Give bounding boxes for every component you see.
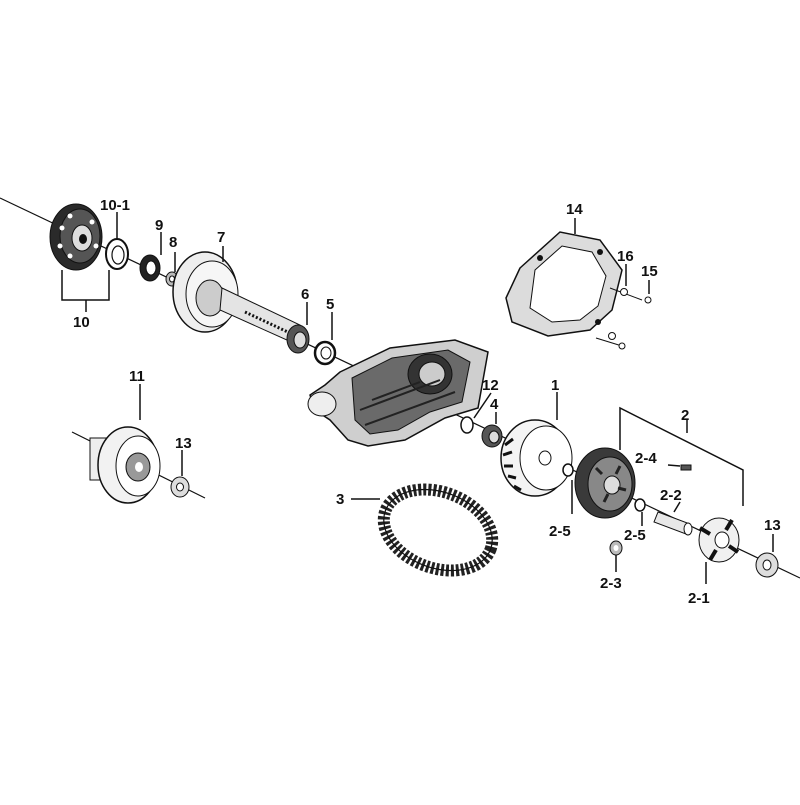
callout-8: 8 (169, 234, 177, 251)
callout-3: 3 (336, 491, 344, 508)
screw-2-4-part (680, 464, 692, 471)
callout-9: 9 (155, 217, 163, 234)
collar-4-part (481, 424, 503, 448)
nut-13a-part (170, 476, 190, 498)
callout-13-right: 13 (764, 517, 781, 534)
pin-2-2-part (653, 511, 693, 536)
fan-drive-face-part (500, 419, 573, 497)
spider-plate-2-1-part (698, 517, 740, 563)
callout-2-3: 2-3 (600, 575, 622, 592)
callout-11: 11 (129, 368, 145, 385)
callout-2-2: 2-2 (660, 487, 682, 504)
callout-10: 10 (73, 314, 90, 331)
spacer-2-5b-part (634, 498, 646, 512)
callout-2-5-right: 2-5 (624, 527, 646, 544)
bearing-6-part (286, 324, 310, 354)
callout-12: 12 (482, 377, 499, 394)
bolts-15-16-part (595, 287, 652, 350)
drive-belt-part (377, 483, 499, 577)
cover-14-part (505, 231, 623, 337)
callout-2: 2 (681, 407, 689, 424)
callout-5: 5 (326, 296, 334, 313)
callout-15: 15 (641, 263, 658, 280)
ring-5-part (313, 340, 337, 366)
bushing-2-3-part (609, 540, 623, 556)
callout-14: 14 (566, 201, 583, 218)
spacer-2-5a-part (562, 463, 574, 477)
nut-13b-part (755, 552, 779, 578)
callout-7: 7 (217, 229, 225, 246)
callout-1: 1 (551, 377, 559, 394)
callout-2-4: 2-4 (635, 450, 657, 467)
callout-13-left: 13 (175, 435, 192, 452)
callout-10-1: 10-1 (100, 197, 130, 214)
clutch-housing-2-part (574, 447, 636, 519)
callout-16: 16 (617, 248, 634, 265)
pulley-11-part (89, 426, 161, 504)
driven-pulley-part (172, 251, 301, 346)
callout-2-1: 2-1 (688, 590, 710, 607)
callout-6: 6 (301, 286, 309, 303)
callout-2-5-left: 2-5 (549, 523, 571, 540)
o-ring-12-part (460, 416, 474, 434)
callout-4: 4 (490, 396, 499, 413)
clutch-plate-part (49, 203, 103, 271)
washer-10-1-part (105, 238, 129, 270)
crankcase-housing (307, 339, 489, 447)
leader-lines (61, 212, 774, 584)
seal-9-part (139, 254, 161, 282)
